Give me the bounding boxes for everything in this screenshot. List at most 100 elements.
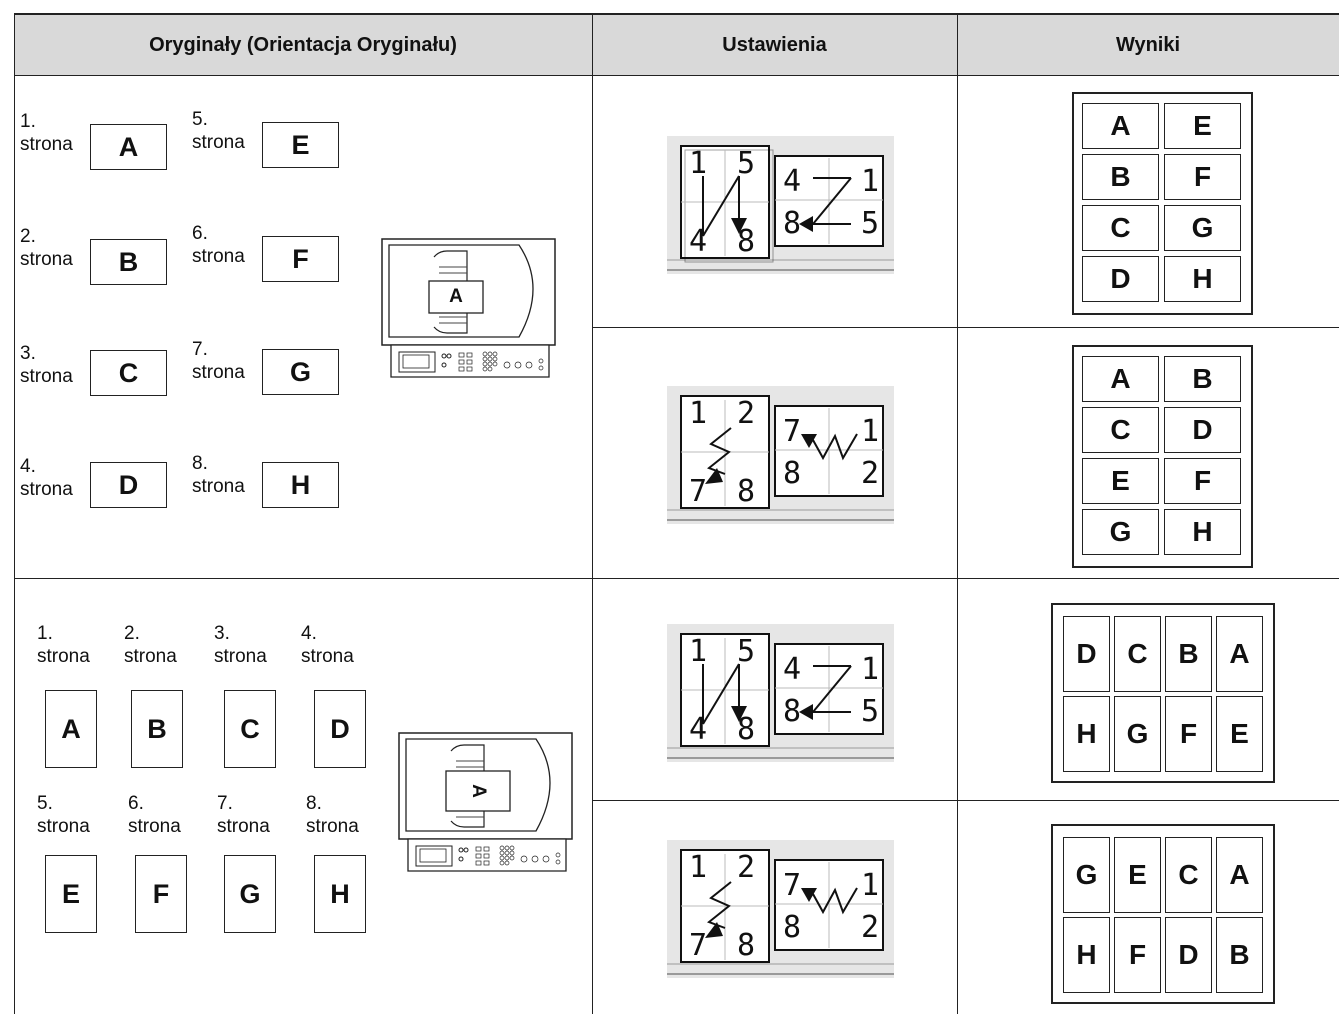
row-divider-1 <box>592 327 1339 328</box>
original-page-box: G <box>262 349 339 395</box>
page-label: 1.strona <box>20 111 73 155</box>
result-page-box: D <box>1082 256 1159 302</box>
result-page-box: H <box>1063 696 1110 772</box>
result-page-box: G <box>1164 205 1241 251</box>
icon-digit: 5 <box>737 634 756 669</box>
page-label: 6.strona <box>128 793 181 837</box>
original-page-box: B <box>131 690 183 768</box>
original-page-box: A <box>45 690 97 768</box>
page-label: 5.strona <box>192 109 245 153</box>
result-page-box: B <box>1165 616 1212 692</box>
icon-digit: 5 <box>737 146 756 181</box>
icon-digit: 7 <box>689 928 708 963</box>
icon-digit: 2 <box>737 396 756 431</box>
original-page-box: E <box>262 122 339 168</box>
icon-digit: 4 <box>689 712 708 747</box>
original-page-box: G <box>224 855 276 933</box>
icon-digit: 1 <box>689 634 708 669</box>
result-page-box: D <box>1063 616 1110 692</box>
layout-z-order-icon[interactable]: 1 5 4 8 4 1 8 5 <box>667 136 894 274</box>
icon-digit: 8 <box>783 910 802 945</box>
result-page-box: G <box>1114 696 1161 772</box>
icon-digit: 7 <box>783 414 802 449</box>
original-page-box: E <box>45 855 97 933</box>
icon-digit: 8 <box>737 928 756 963</box>
original-page-box: D <box>314 690 366 768</box>
result-page-box: A <box>1216 837 1263 913</box>
icon-digit: 5 <box>861 694 880 729</box>
icon-digit: 2 <box>861 910 880 945</box>
result-page-box: B <box>1082 154 1159 200</box>
page-label: 8.strona <box>306 793 359 837</box>
result-page-box: E <box>1216 696 1263 772</box>
original-page-box: A <box>90 124 167 170</box>
result-page-box: F <box>1165 696 1212 772</box>
copier-illustration: A <box>396 731 576 876</box>
result-page-box: F <box>1164 154 1241 200</box>
icon-digit: 1 <box>861 868 880 903</box>
page-label: 3.strona <box>214 623 267 667</box>
result-page-box: C <box>1165 837 1212 913</box>
original-page-box: C <box>224 690 276 768</box>
page-label: 2.strona <box>124 623 177 667</box>
section-divider <box>14 578 1339 579</box>
result-page-box: F <box>1114 917 1161 993</box>
original-page-box: C <box>90 350 167 396</box>
result-page-box: H <box>1164 256 1241 302</box>
result-page-box: B <box>1164 356 1241 402</box>
result-page-box: C <box>1082 205 1159 251</box>
result-page-box: C <box>1114 616 1161 692</box>
original-page-box: H <box>314 855 366 933</box>
icon-digit: 4 <box>689 224 708 259</box>
page-label: 7.strona <box>217 793 270 837</box>
icon-digit: 1 <box>861 164 880 199</box>
page-label: 4.strona <box>20 456 73 500</box>
icon-digit: 7 <box>689 474 708 509</box>
layout-z-order-icon[interactable]: 1 5 4 8 4 1 8 5 <box>667 624 894 762</box>
icon-digit: 7 <box>783 868 802 903</box>
page-label: 3.strona <box>20 343 73 387</box>
icon-digit: 1 <box>689 146 708 181</box>
copier-illustration: A <box>379 237 559 382</box>
header-divider <box>14 75 1339 76</box>
column-divider-1 <box>592 13 593 1014</box>
page-label: 1.strona <box>37 623 90 667</box>
table-left-border <box>14 13 15 1014</box>
original-page-box: H <box>262 462 339 508</box>
original-page-box: B <box>90 239 167 285</box>
original-page-box: F <box>135 855 187 933</box>
table-top-border <box>14 13 1339 15</box>
scanner-page-letter: A <box>449 286 463 307</box>
layout-n-order-icon[interactable]: 1 2 7 8 7 1 8 2 <box>667 840 894 978</box>
row-divider-2 <box>592 800 1339 801</box>
icon-digit: 8 <box>783 456 802 491</box>
result-page-box: E <box>1114 837 1161 913</box>
icon-digit: 2 <box>861 456 880 491</box>
result-page-box: E <box>1082 458 1159 504</box>
result-page-box: G <box>1063 837 1110 913</box>
header-row <box>14 14 1339 76</box>
result-page-box: A <box>1082 356 1159 402</box>
result-page-box: H <box>1063 917 1110 993</box>
original-page-box: F <box>262 236 339 282</box>
result-page-box: H <box>1164 509 1241 555</box>
icon-digit: 8 <box>783 206 802 241</box>
layout-n-order-icon[interactable]: 1 2 7 8 7 1 8 2 <box>667 386 894 524</box>
result-page-box: D <box>1165 917 1212 993</box>
page-label: 2.strona <box>20 226 73 270</box>
icon-digit: 8 <box>737 474 756 509</box>
result-page-box: A <box>1216 616 1263 692</box>
result-page-box: G <box>1082 509 1159 555</box>
icon-digit: 8 <box>783 694 802 729</box>
result-page-box: D <box>1164 407 1241 453</box>
result-page-box: A <box>1082 103 1159 149</box>
icon-digit: 4 <box>783 164 802 199</box>
icon-digit: 1 <box>861 652 880 687</box>
header-settings: Ustawienia <box>722 34 827 56</box>
result-page-box: E <box>1164 103 1241 149</box>
icon-digit: 8 <box>737 224 756 259</box>
page-label: 8.strona <box>192 453 245 497</box>
icon-digit: 5 <box>861 206 880 241</box>
icon-digit: 1 <box>861 414 880 449</box>
header-originals: Oryginały (Orientacja Oryginału) <box>149 34 457 56</box>
